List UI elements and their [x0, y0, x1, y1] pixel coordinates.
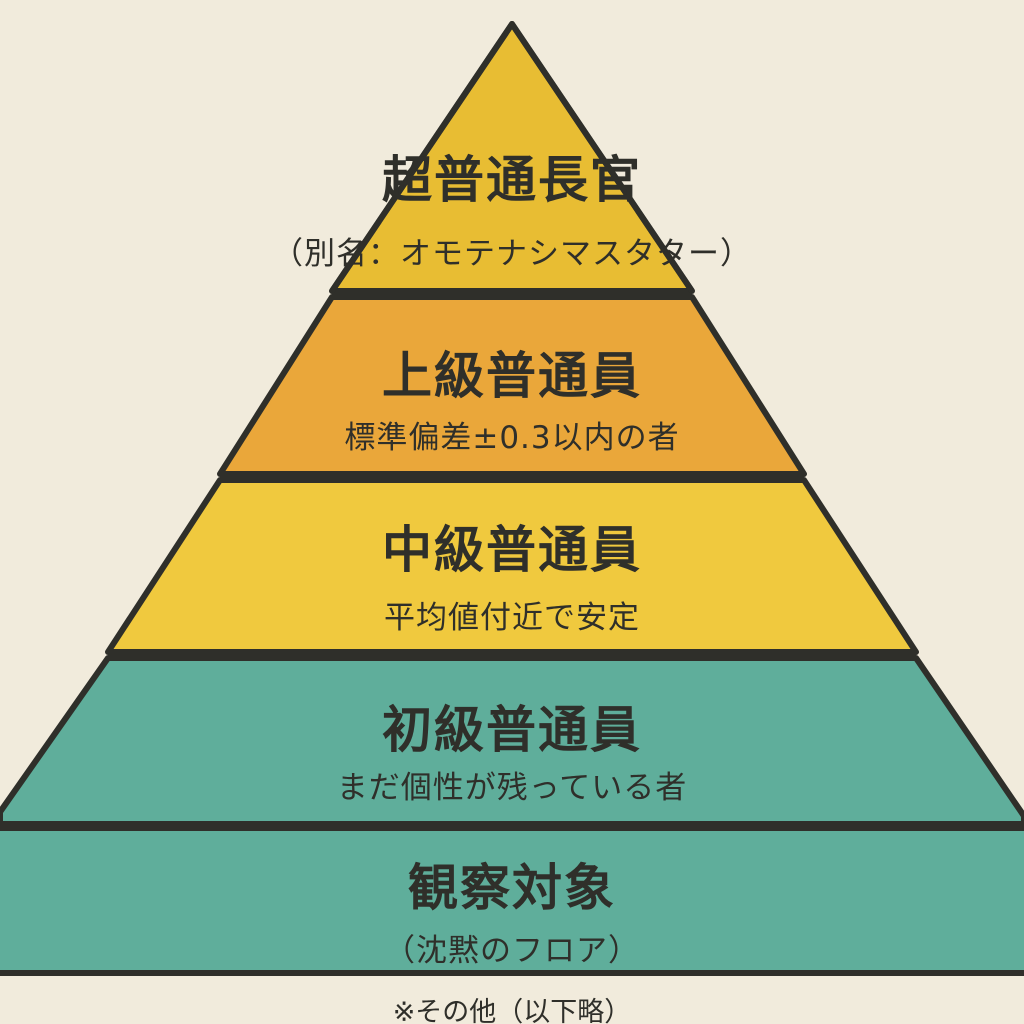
- tier-middle-title: 中級普通員: [382, 521, 642, 579]
- footer-note: ※その他（以下略）: [392, 997, 632, 1024]
- tier-beginner-shape: [0, 655, 1024, 827]
- tier-observed-shape: [0, 825, 1024, 976]
- tier-top-subtitle: （別名：オモテナシマスタター）: [272, 236, 752, 272]
- tier-beginner-subtitle: まだ個性が残っている者: [336, 770, 688, 806]
- tier-top-title: 超普通長官: [382, 151, 642, 209]
- tier-middle-shape: [105, 477, 919, 655]
- tier-beginner-title: 初級普通員: [382, 701, 642, 759]
- tier-upper-shape: [217, 294, 807, 477]
- tier-middle-subtitle: 平均値付近で安定: [384, 600, 640, 636]
- tier-observed-subtitle: （沈黙のフロア）: [384, 933, 640, 969]
- tier-upper-subtitle: 標準偏差±0.3以内の者: [344, 420, 680, 456]
- tier-observed-title: 観察対象: [408, 859, 616, 917]
- tier-upper-title: 上級普通員: [382, 347, 642, 405]
- apex-outline: [329, 21, 695, 293]
